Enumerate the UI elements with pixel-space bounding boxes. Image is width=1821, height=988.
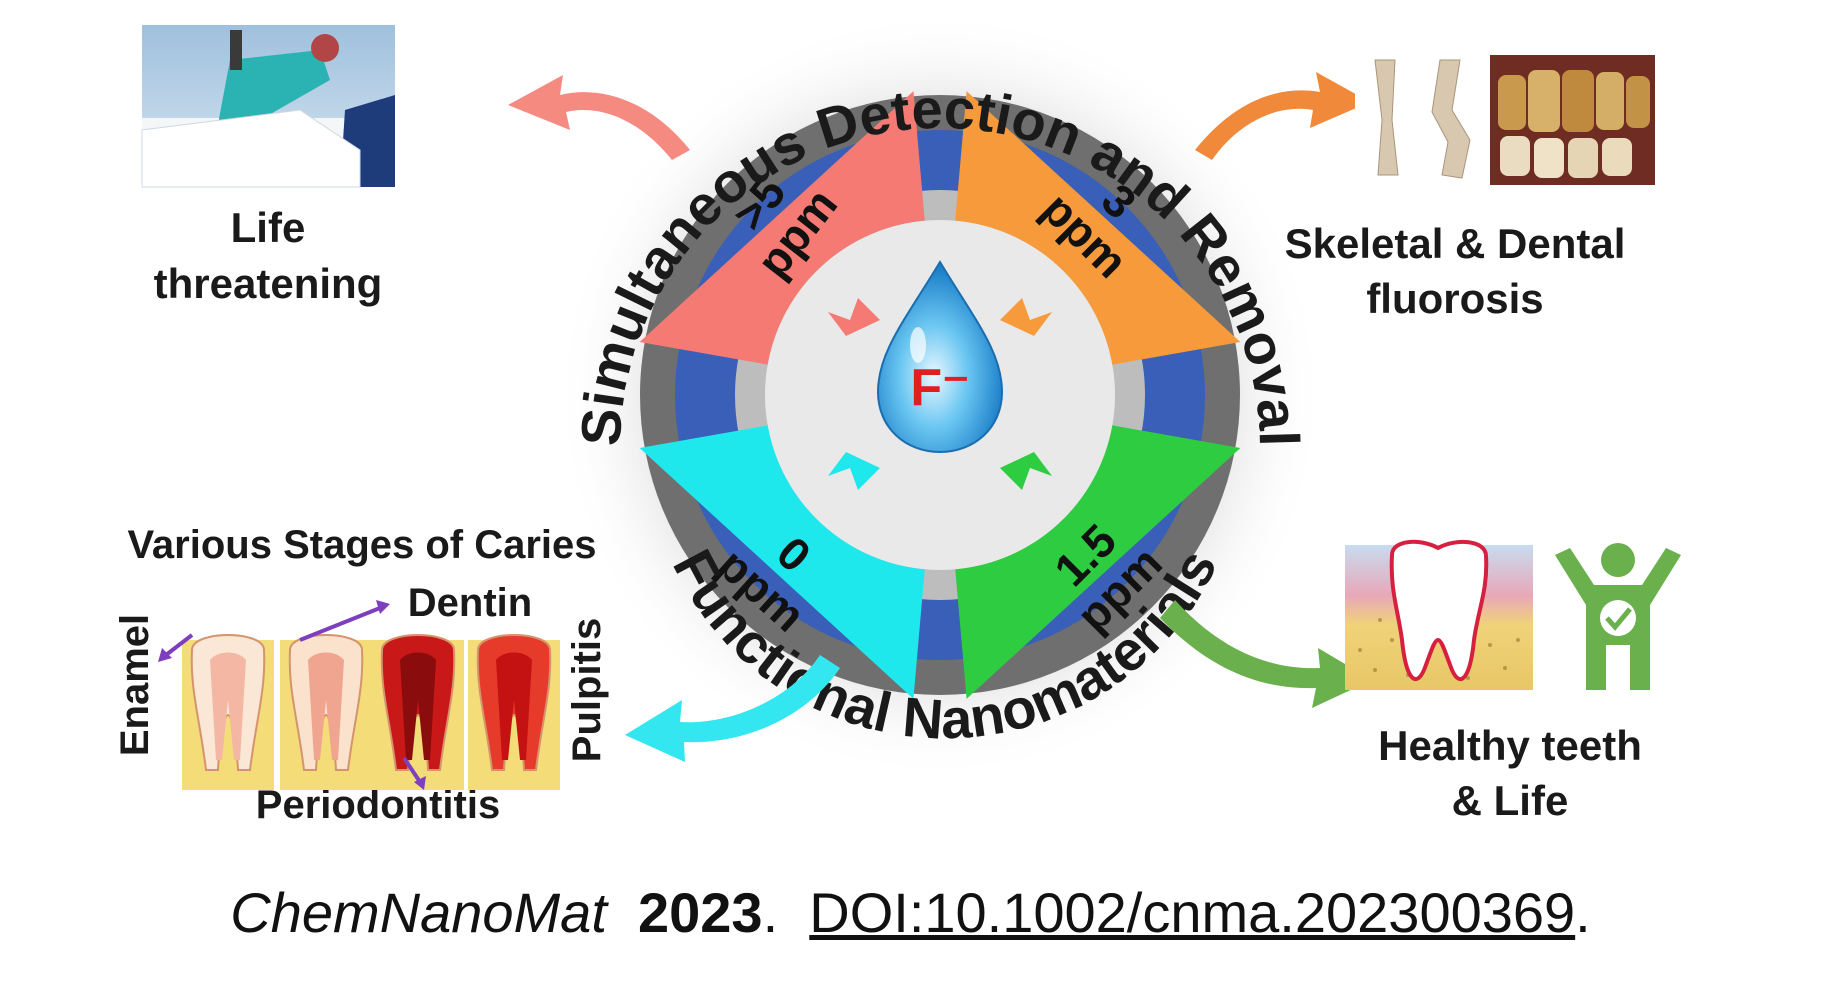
arrow-to-fluorosis [1195, 72, 1370, 160]
outcome-arrows [508, 72, 1372, 762]
citation-journal: ChemNanoMat [230, 881, 607, 944]
arrow-to-green [1000, 452, 1052, 490]
caries-periodontitis-label: Periodontitis [256, 783, 500, 827]
caries-pulp-3 [400, 652, 436, 760]
healthy-tooth-icon [1389, 539, 1489, 682]
segment-cyan [639, 425, 925, 699]
citation-separator: . [762, 881, 779, 944]
healthy-label-line2: & Life [1452, 777, 1569, 824]
fluorosis-teeth [1498, 70, 1650, 178]
bone-panel [1355, 55, 1485, 185]
bent-bone-icon [1431, 59, 1471, 179]
fluorosis-illustration [1355, 55, 1655, 185]
blanket [141, 109, 361, 188]
check-badge [1600, 600, 1636, 636]
iv-stand [230, 30, 242, 70]
arrow-to-cyan [828, 452, 880, 490]
droplet-arrows [828, 298, 1052, 490]
caries-enamel-label: Enamel [113, 614, 157, 756]
hospital-illustration [141, 25, 395, 188]
caries-dentin-label: Dentin [408, 581, 532, 625]
citation-doi-link[interactable]: DOI:10.1002/cnma.202300369 [809, 881, 1576, 944]
citation-year: 2023 [638, 881, 763, 944]
segment-orange [955, 91, 1241, 365]
citation: ChemNanoMat 2023. DOI:10.1002/cnma.20230… [0, 880, 1821, 945]
caries-pulp-1 [210, 652, 246, 760]
arrow-to-hospital [508, 75, 690, 160]
arrow-to-caries [625, 655, 840, 762]
life-label-line1: Life [231, 204, 306, 251]
healthy-illustration [1345, 539, 1681, 690]
fluorosis-label-line2: fluorosis [1366, 275, 1543, 322]
healthy-label-line1: Healthy teeth [1378, 722, 1642, 769]
arrow-to-healthy [1160, 600, 1372, 708]
fluoride-droplet: F⁻ [876, 260, 1004, 454]
segment-green [955, 425, 1241, 699]
dentin-pointer-head [376, 600, 390, 614]
periodontitis-pointer [402, 756, 422, 784]
patient-head [311, 34, 339, 62]
caries-pulpitis-label: Pulpitis [565, 618, 609, 762]
periodontitis-pointer-head [414, 776, 426, 790]
arrow-to-orange [1000, 298, 1052, 336]
fluorosis-label-line1: Skeletal & Dental [1285, 220, 1626, 267]
fluoride-ion-label: F⁻ [910, 359, 969, 417]
caries-title: Various Stages of Caries [127, 523, 596, 567]
citation-end: . [1575, 881, 1591, 944]
dentin-pointer [299, 606, 381, 642]
droplet-highlight [910, 327, 926, 363]
caries-teeth [182, 634, 560, 790]
arrow-to-red [828, 298, 880, 336]
caries-pulp-4 [496, 652, 532, 760]
straight-bone-icon [1374, 59, 1399, 176]
segment-red [639, 91, 925, 365]
droplet-icon [876, 260, 1004, 454]
life-label-line2: threatening [154, 260, 383, 307]
caries-pulp-2 [308, 652, 344, 760]
check-icon [1605, 607, 1632, 631]
caries-markers [158, 600, 426, 790]
enamel-pointer-head [158, 648, 172, 662]
